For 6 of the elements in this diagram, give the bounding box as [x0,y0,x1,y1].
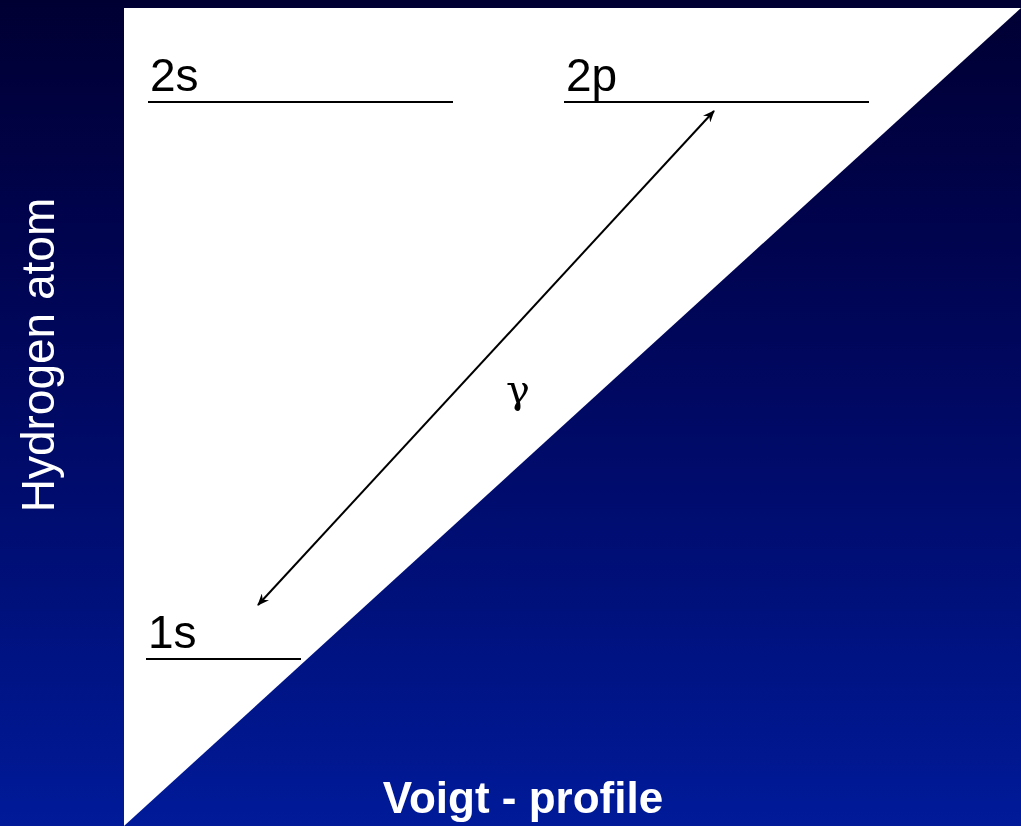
level-label: 1s [147,609,197,658]
axis-label: Hydrogen atom [11,196,65,515]
level-label: 2s [149,52,199,101]
double-arrow [257,110,715,606]
level-label: 2p [565,52,618,101]
diagram-title: Voigt - profile [381,772,665,824]
